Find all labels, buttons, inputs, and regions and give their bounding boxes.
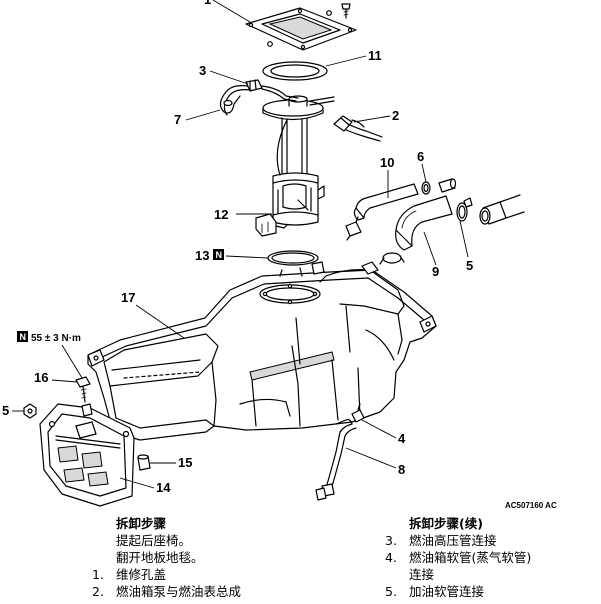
cover-screw: [341, 3, 351, 19]
leader-6: [421, 163, 427, 183]
leader-1: [212, 0, 251, 23]
vapor-hose-clamp: [421, 181, 431, 195]
pump-o-ring: [267, 250, 319, 266]
svg-text:N: N: [216, 250, 223, 260]
removal-step-item: 1. 维修孔盖: [92, 566, 352, 583]
removal-intro-line: 翻开地板地毯。: [116, 550, 204, 565]
callout-11: 11: [368, 48, 382, 63]
leader-13: [225, 255, 269, 259]
removal-step-item: 5. 加油软管连接: [385, 583, 595, 600]
svg-text:N: N: [20, 332, 27, 342]
step-number: 2.: [92, 584, 104, 599]
leader-9: [423, 231, 437, 266]
callout-13: 13: [195, 248, 209, 263]
callout-17: 17: [121, 290, 135, 305]
fuel-tank: [87, 261, 437, 441]
step-text-continuation: 连接: [409, 567, 435, 582]
callout-7: 7: [174, 112, 181, 127]
removal-steps-continued-heading: 拆卸步骤(续): [409, 516, 483, 531]
svg-text:55 ± 3 N·m: 55 ± 3 N·m: [31, 333, 81, 344]
pump-harness-connector: [245, 79, 263, 92]
step-number: 1.: [92, 567, 104, 582]
removal-step-item: 3. 燃油高压管连接: [385, 532, 595, 549]
callout-2: 2: [392, 108, 399, 123]
filler-hose: [395, 195, 453, 251]
removal-steps-right: 拆卸步骤(续) 3. 燃油高压管连接 4. 燃油箱软管(蒸气软管) 连接 5. …: [385, 515, 595, 600]
callout-12: 12: [214, 207, 228, 222]
step-text: 燃油箱泵与燃油表总成: [116, 584, 242, 599]
filler-neck-pipe-end: [479, 194, 525, 225]
leader-8: [345, 447, 397, 469]
callout-9: 9: [432, 264, 439, 279]
leader-14: [119, 477, 155, 489]
leader-17: [135, 304, 185, 339]
removal-steps-heading: 拆卸步骤: [116, 516, 167, 531]
callout-1: 1: [204, 0, 211, 7]
tank-protector-cover: [39, 403, 135, 507]
filler-hose-lower-clamp: [379, 252, 405, 265]
pump-wire-harness: [219, 85, 299, 116]
step-number: 3.: [385, 533, 397, 548]
leader-7: [185, 109, 221, 121]
callout-10: 10: [380, 155, 394, 170]
callout-16: 16: [34, 370, 48, 385]
step-text: 燃油高压管连接: [409, 533, 497, 548]
tank-mounting-bolt: [75, 376, 91, 403]
step-text: 燃油箱软管(蒸气软管): [409, 550, 532, 565]
leader-2: [353, 115, 391, 123]
vapor-pipe-fitting: [438, 178, 457, 193]
callout-5-right: 5: [466, 258, 473, 273]
figure-code: AC507160 AC: [505, 501, 557, 510]
leader-torque: [61, 344, 83, 379]
callout-4: 4: [398, 431, 406, 446]
vapor-line-connector: [351, 403, 365, 423]
cover-nut: [23, 403, 37, 419]
filler-hose-upper-clamp: [456, 197, 473, 222]
callout-14: 14: [156, 480, 171, 495]
leader-16: [51, 379, 78, 383]
step-number: 4.: [385, 550, 397, 565]
torque-spec-label: N 55 ± 3 N·m: [17, 331, 81, 344]
vapor-tube: [315, 418, 357, 501]
callout-15: 15: [178, 455, 192, 470]
removal-step-item: 2. 燃油箱泵与燃油表总成: [92, 583, 352, 600]
service-hole-cover: [245, 7, 357, 51]
leader-4: [361, 419, 397, 439]
removal-step-item: 4. 燃油箱软管(蒸气软管): [385, 549, 595, 566]
callout-13-new-part-badge: N: [213, 249, 224, 260]
step-text: 维修孔盖: [116, 567, 167, 582]
callout-3: 3: [199, 63, 206, 78]
callout-8: 8: [398, 462, 405, 477]
step-number: 5.: [385, 584, 397, 599]
step-text: 加油软管连接: [409, 584, 485, 599]
callout-5-left: 5: [2, 403, 9, 418]
leader-5-right: [459, 220, 469, 258]
leader-11: [325, 55, 367, 67]
removal-steps-left: 拆卸步骤 提起后座椅。 翻开地板地毯。 1. 维修孔盖 2. 燃油箱泵与燃油表总…: [92, 515, 352, 600]
fuel-pump-gauge-assembly: [255, 95, 335, 237]
leader-3: [209, 70, 249, 85]
high-pressure-line-connector: [333, 115, 383, 142]
rubber-stopper: [137, 454, 151, 471]
vapor-hose-end-connector: [345, 216, 362, 241]
fuel-tank-exploded-diagram: 1 11 12: [2, 0, 557, 510]
callout-6: 6: [417, 149, 424, 164]
pump-ring-gasket: [262, 61, 328, 81]
removal-intro-line: 提起后座椅。: [116, 533, 192, 548]
vapor-hose: [353, 183, 419, 221]
